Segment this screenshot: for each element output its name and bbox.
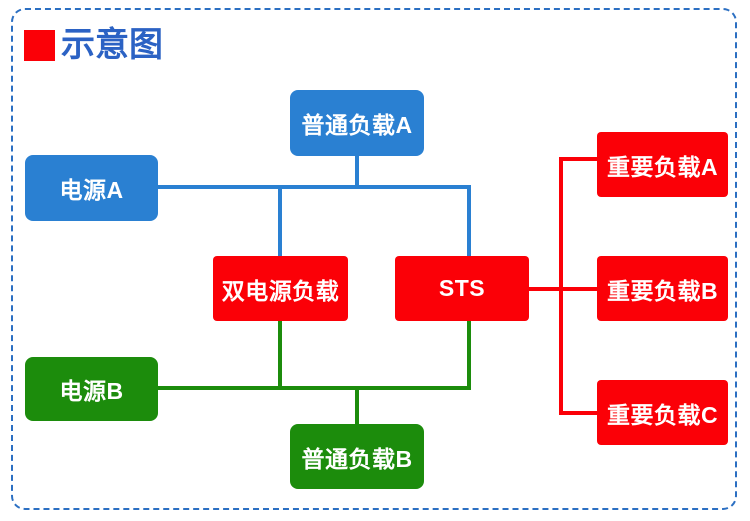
wire-power-a-bus xyxy=(158,185,471,189)
wire-power-a-to-dual-power-load xyxy=(278,185,282,257)
node-sts[interactable]: STS xyxy=(395,256,529,321)
node-normal-load-b-label: 普通负载B xyxy=(301,445,413,472)
node-key-load-b-label: 重要负载B xyxy=(606,277,719,304)
node-normal-load-b[interactable]: 普通负载B xyxy=(290,424,424,489)
wire-sts-output-stub xyxy=(528,287,563,291)
node-power-b-label: 电源B xyxy=(59,378,124,404)
node-normal-load-a[interactable]: 普通负载A xyxy=(290,90,424,156)
wire-power-b-to-normal-load-b xyxy=(355,386,359,424)
wire-power-b-to-sts xyxy=(467,320,471,390)
wire-sts-to-key-load-c xyxy=(559,411,599,415)
diagram-title: 示意图 xyxy=(24,28,163,62)
node-key-load-a[interactable]: 重要负载A xyxy=(597,132,728,197)
wire-power-a-to-normal-load-a xyxy=(355,155,359,187)
node-dual-power-load[interactable]: 双电源负载 xyxy=(213,256,348,321)
wire-sts-output-riser xyxy=(559,157,563,415)
wire-power-a-to-sts xyxy=(467,185,471,257)
wire-sts-to-key-load-a xyxy=(559,157,599,161)
node-key-load-a-label: 重要负载A xyxy=(606,153,719,180)
node-key-load-c-label: 重要负载C xyxy=(606,401,719,428)
wire-power-b-bus xyxy=(158,386,471,390)
wire-power-b-to-dual-power-load xyxy=(278,320,282,390)
diagram-title-text: 示意图 xyxy=(61,26,163,64)
node-dual-power-load-label: 双电源负载 xyxy=(221,277,340,304)
red-square-marker-icon xyxy=(24,29,55,61)
node-power-b[interactable]: 电源B xyxy=(25,357,158,421)
node-sts-label: STS xyxy=(438,275,486,301)
node-key-load-c[interactable]: 重要负载C xyxy=(597,380,728,445)
diagram-frame-border xyxy=(11,8,737,510)
node-power-a[interactable]: 电源A xyxy=(25,155,158,221)
node-normal-load-a-label: 普通负载A xyxy=(301,112,413,138)
wire-sts-to-key-load-b xyxy=(559,287,599,291)
node-power-a-label: 电源A xyxy=(59,177,124,203)
node-key-load-b[interactable]: 重要负载B xyxy=(597,256,728,321)
